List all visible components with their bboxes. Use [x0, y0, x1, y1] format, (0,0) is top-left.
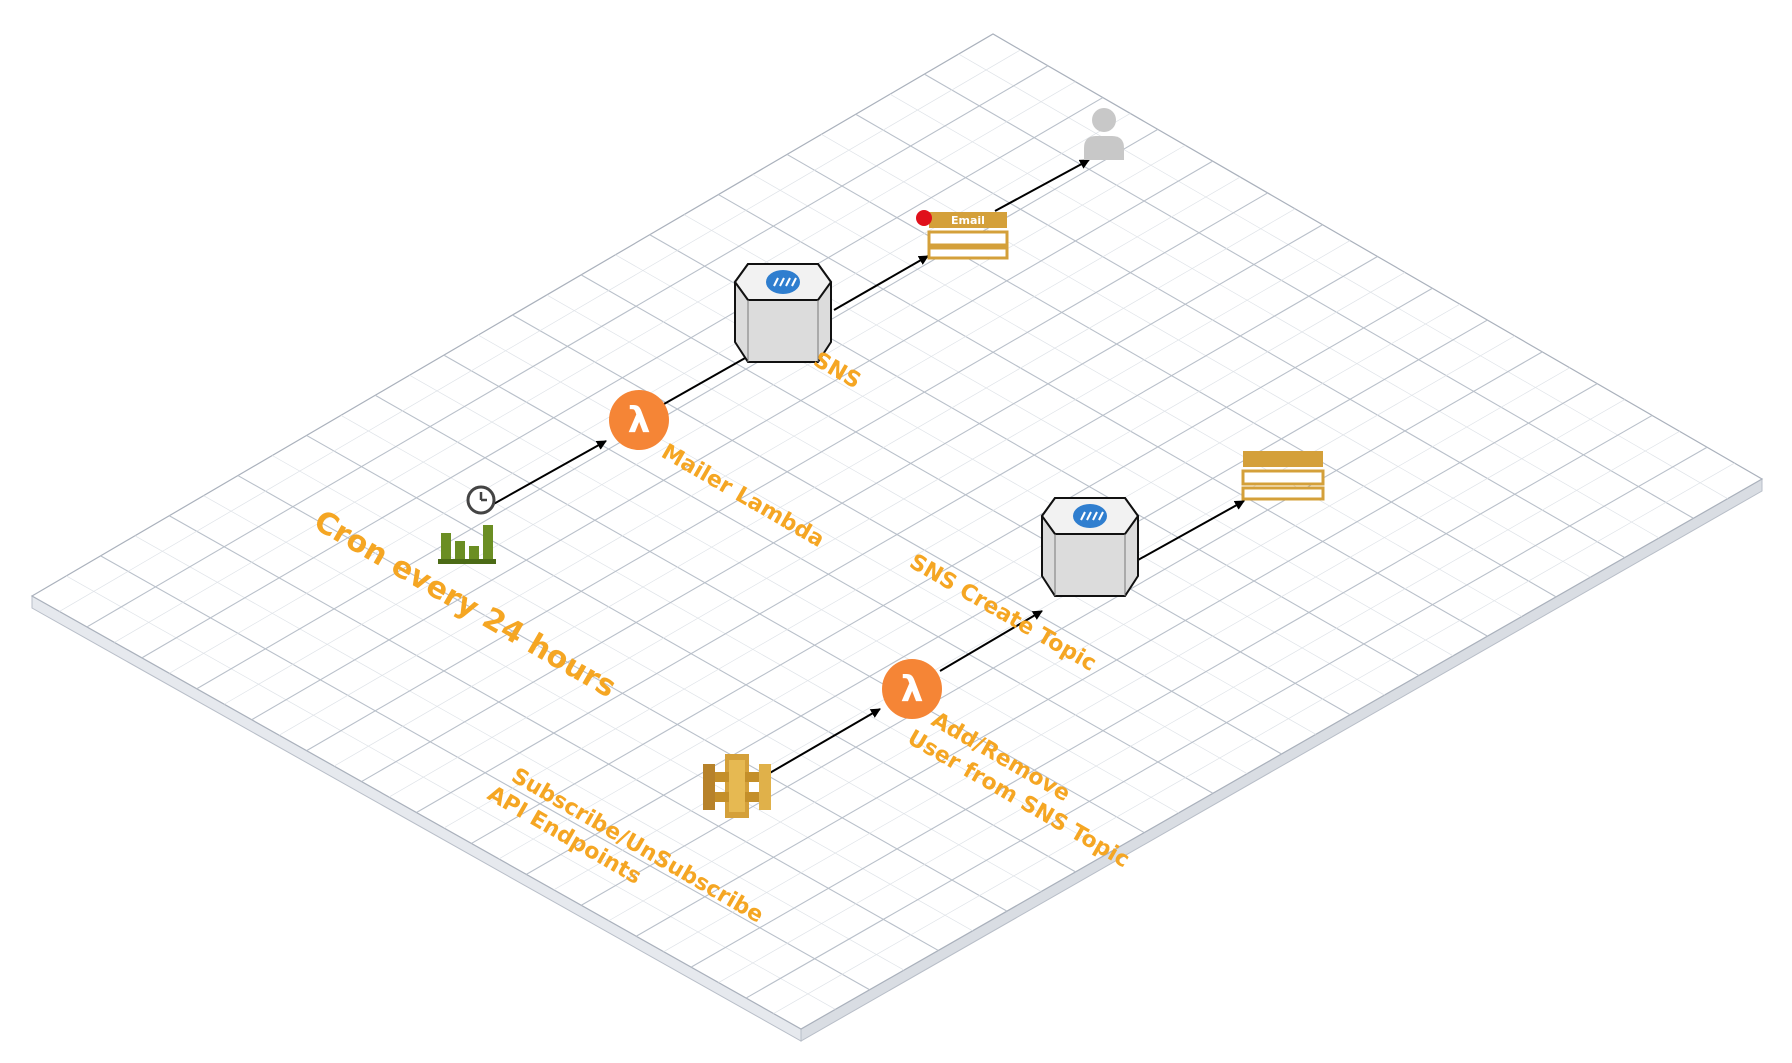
- grid-line: [745, 446, 1708, 999]
- clock-icon: [466, 485, 496, 515]
- grid-line: [443, 272, 1406, 829]
- email-notification-icon: Email: [916, 210, 1009, 260]
- arrow-email-to-user: [994, 159, 1090, 212]
- grid-line: [251, 160, 1213, 721]
- svg-text:λ: λ: [901, 669, 924, 710]
- isometric-platform: [30, 33, 1764, 1042]
- grid-line: [718, 431, 1680, 983]
- grid-line: [388, 240, 1351, 798]
- grid-line: [279, 176, 1241, 736]
- grid-line: [86, 65, 1049, 628]
- arrow-api-to-lambda: [767, 708, 881, 775]
- subscriber-lambda-icon: λ: [882, 659, 942, 719]
- sns-topic-list-icon: [1241, 451, 1325, 501]
- grid-line: [141, 97, 1104, 659]
- grid-line: [635, 383, 1598, 937]
- mailer-lambda-icon: λ: [609, 390, 669, 450]
- alert-dot-icon: [916, 210, 932, 226]
- grid-line: [306, 192, 1268, 752]
- svg-text:λ: λ: [628, 400, 651, 441]
- grid-line: [114, 81, 1076, 643]
- sns-create-topic-icon: [1040, 497, 1140, 597]
- grid-line: [526, 319, 1488, 875]
- api-gateway-icon: [703, 754, 771, 818]
- grid-line: [416, 256, 1378, 813]
- grid-line: [361, 224, 1323, 783]
- arrow-lambda-to-sns-create: [939, 610, 1043, 672]
- connectors: [489, 159, 1245, 775]
- grid-line: [663, 399, 1625, 952]
- grid-line: [690, 414, 1653, 968]
- arrow-sns-to-email: [833, 255, 929, 311]
- user-icon: [1084, 108, 1124, 160]
- arrow-lambda-to-sns: [663, 352, 755, 405]
- arrow-sns-create-to-topics: [1137, 500, 1245, 561]
- platform-top: [30, 33, 1764, 1030]
- email-badge-label: Email: [951, 214, 985, 227]
- grid-line: [471, 287, 1433, 844]
- arrow-cron-to-lambda: [489, 440, 607, 507]
- grid-line: [773, 462, 1735, 1014]
- sns-icon: [733, 263, 833, 363]
- platform-grid: [59, 49, 1735, 1014]
- cloudwatch-event-icon: [438, 485, 496, 564]
- grid-line: [224, 144, 1186, 705]
- grid-line: [498, 303, 1461, 860]
- grid-line: [333, 208, 1296, 767]
- grid-line: [59, 49, 1021, 612]
- grid-line: [608, 367, 1570, 922]
